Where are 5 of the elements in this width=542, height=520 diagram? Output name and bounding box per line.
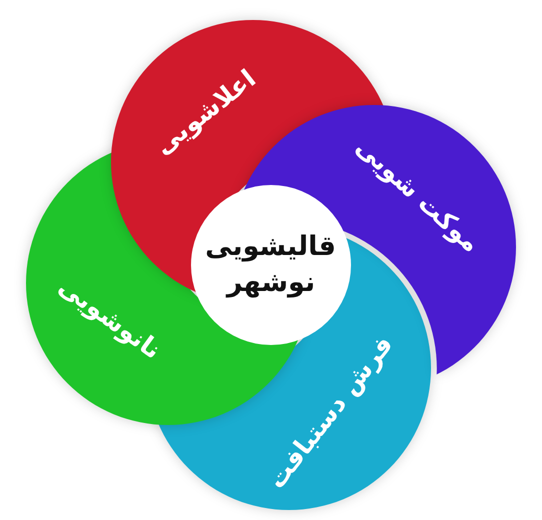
segment-label: موکت شویی — [350, 132, 486, 258]
segment-label: نانوشویی — [53, 271, 167, 365]
center-title: قالیشویی نوشهر — [206, 230, 336, 300]
segment-label: فرش دستبافت — [262, 330, 398, 494]
segment-label: اعلاشویی — [148, 64, 262, 160]
